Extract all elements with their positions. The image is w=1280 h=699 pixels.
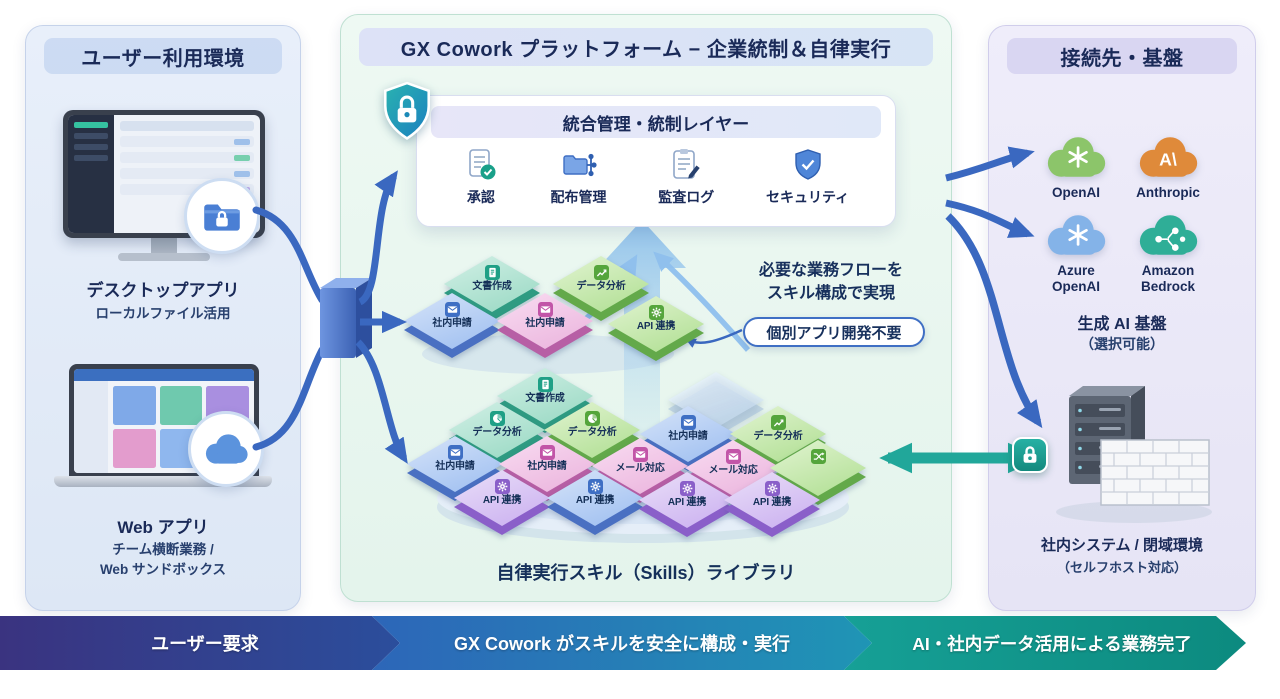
onprem-sublabel: （セルフホスト対応） (1056, 560, 1187, 575)
provider-label: OpenAI (1051, 185, 1100, 200)
azure-openai-cloud-icon (1039, 210, 1113, 260)
provider-anthropic: A\ Anthropic (1129, 132, 1207, 201)
web-cloud-badge (188, 411, 264, 487)
connections-panel: 接続先・基盤 OpenAI A\ Anthropic Azure OpenAI (988, 25, 1256, 611)
web-app-label: Web アプリ (117, 518, 209, 537)
flow-chevron-3 (844, 616, 1246, 670)
openai-cloud-icon (1039, 132, 1113, 182)
audit-log-icon (668, 147, 704, 183)
control-item-label: 承認 (466, 189, 495, 205)
firewall-icon (1100, 439, 1210, 506)
cloud-icon (205, 434, 248, 464)
provider-amazon-bedrock: Amazon Bedrock (1129, 210, 1207, 295)
flow-note-line-2: スキル構成で実現 (766, 285, 895, 303)
no-custom-app-badge: 個別アプリ開発不要 (743, 317, 925, 347)
laptop-illustration (54, 364, 274, 487)
control-item-label: セキュリティ (765, 189, 850, 205)
left-panel-title: ユーザー利用環境 (44, 38, 282, 74)
mini-app-sidebar (68, 115, 114, 233)
control-layer-title: 統合管理・統制レイヤー (431, 106, 881, 138)
control-item-label: 配布管理 (550, 189, 607, 205)
user-environment-panel: ユーザー利用環境 デスクトップアプリ ローカルファイル活用 (25, 25, 301, 611)
control-item-label: 監査ログ (658, 189, 715, 205)
platform-title: GX Cowork プラットフォーム − 企業統制＆自律実行 (359, 28, 933, 66)
flow-step-complete: AI・社内データ活用による業務完了 (912, 633, 1192, 654)
flow-note-line-1: 必要な業務フローを (758, 262, 903, 279)
provider-label: Anthropic (1136, 185, 1200, 200)
shield-check-icon (790, 147, 826, 183)
document-check-icon (463, 147, 499, 183)
control-item-audit-log: 監査ログ (658, 147, 714, 207)
anthropic-cloud-icon: A\ (1131, 132, 1205, 182)
provider-label: Azure OpenAI (1051, 263, 1100, 295)
genai-platform-label: 生成 AI 基盤 (1077, 316, 1167, 333)
web-app-sublabel-2: Web サンドボックス (99, 562, 227, 577)
desktop-app-label: デスクトップアプリ (86, 281, 240, 300)
flow-chevron-2 (372, 616, 872, 670)
provider-label: Amazon Bedrock (1140, 263, 1196, 295)
provider-openai: OpenAI (1037, 132, 1115, 201)
secure-connection-lock-icon (1012, 437, 1048, 473)
desktop-app-sublabel: ローカルファイル活用 (95, 306, 231, 321)
provider-azure-openai: Azure OpenAI (1037, 210, 1115, 295)
shield-lock-icon (381, 81, 433, 141)
folder-lock-icon (204, 204, 240, 231)
folder-distribution-icon (561, 147, 597, 183)
control-layer-card: 統合管理・統制レイヤー 承認 配布管理 (416, 95, 896, 227)
flow-step-user-request: ユーザー要求 (151, 634, 259, 654)
server-firewall-illustration (1039, 378, 1219, 528)
svg-text:A\: A\ (1159, 149, 1177, 169)
web-app-sublabel-1: チーム横断業務 / (112, 542, 214, 557)
control-item-approval: 承認 (463, 147, 499, 207)
right-panel-title: 接続先・基盤 (1007, 38, 1237, 74)
genai-platform-sublabel: （選択可能） (1080, 336, 1164, 352)
skills-library-label: 自律実行スキル（Skills）ライブラリ (496, 563, 796, 583)
gx-cowork-platform-panel: GX Cowork プラットフォーム − 企業統制＆自律実行 統合管理・統制レイ… (340, 14, 952, 602)
control-item-distribution: 配布管理 (551, 147, 607, 207)
flow-chevron-1 (0, 616, 400, 670)
flow-arrows-svg (0, 616, 1246, 670)
control-item-security: セキュリティ (766, 147, 849, 207)
bedrock-cloud-icon (1131, 210, 1205, 260)
local-folder-lock-badge (184, 178, 260, 254)
flow-step-compose-execute: GX Cowork がスキルを安全に構成・実行 (453, 634, 790, 654)
process-flow-band: ユーザー要求 GX Cowork がスキルを安全に構成・実行 AI・社内データ活… (0, 616, 1280, 670)
flow-note: 必要な業務フローを スキル構成で実現 (703, 259, 959, 305)
onprem-label: 社内システム / 閉域環境 (1040, 537, 1204, 554)
